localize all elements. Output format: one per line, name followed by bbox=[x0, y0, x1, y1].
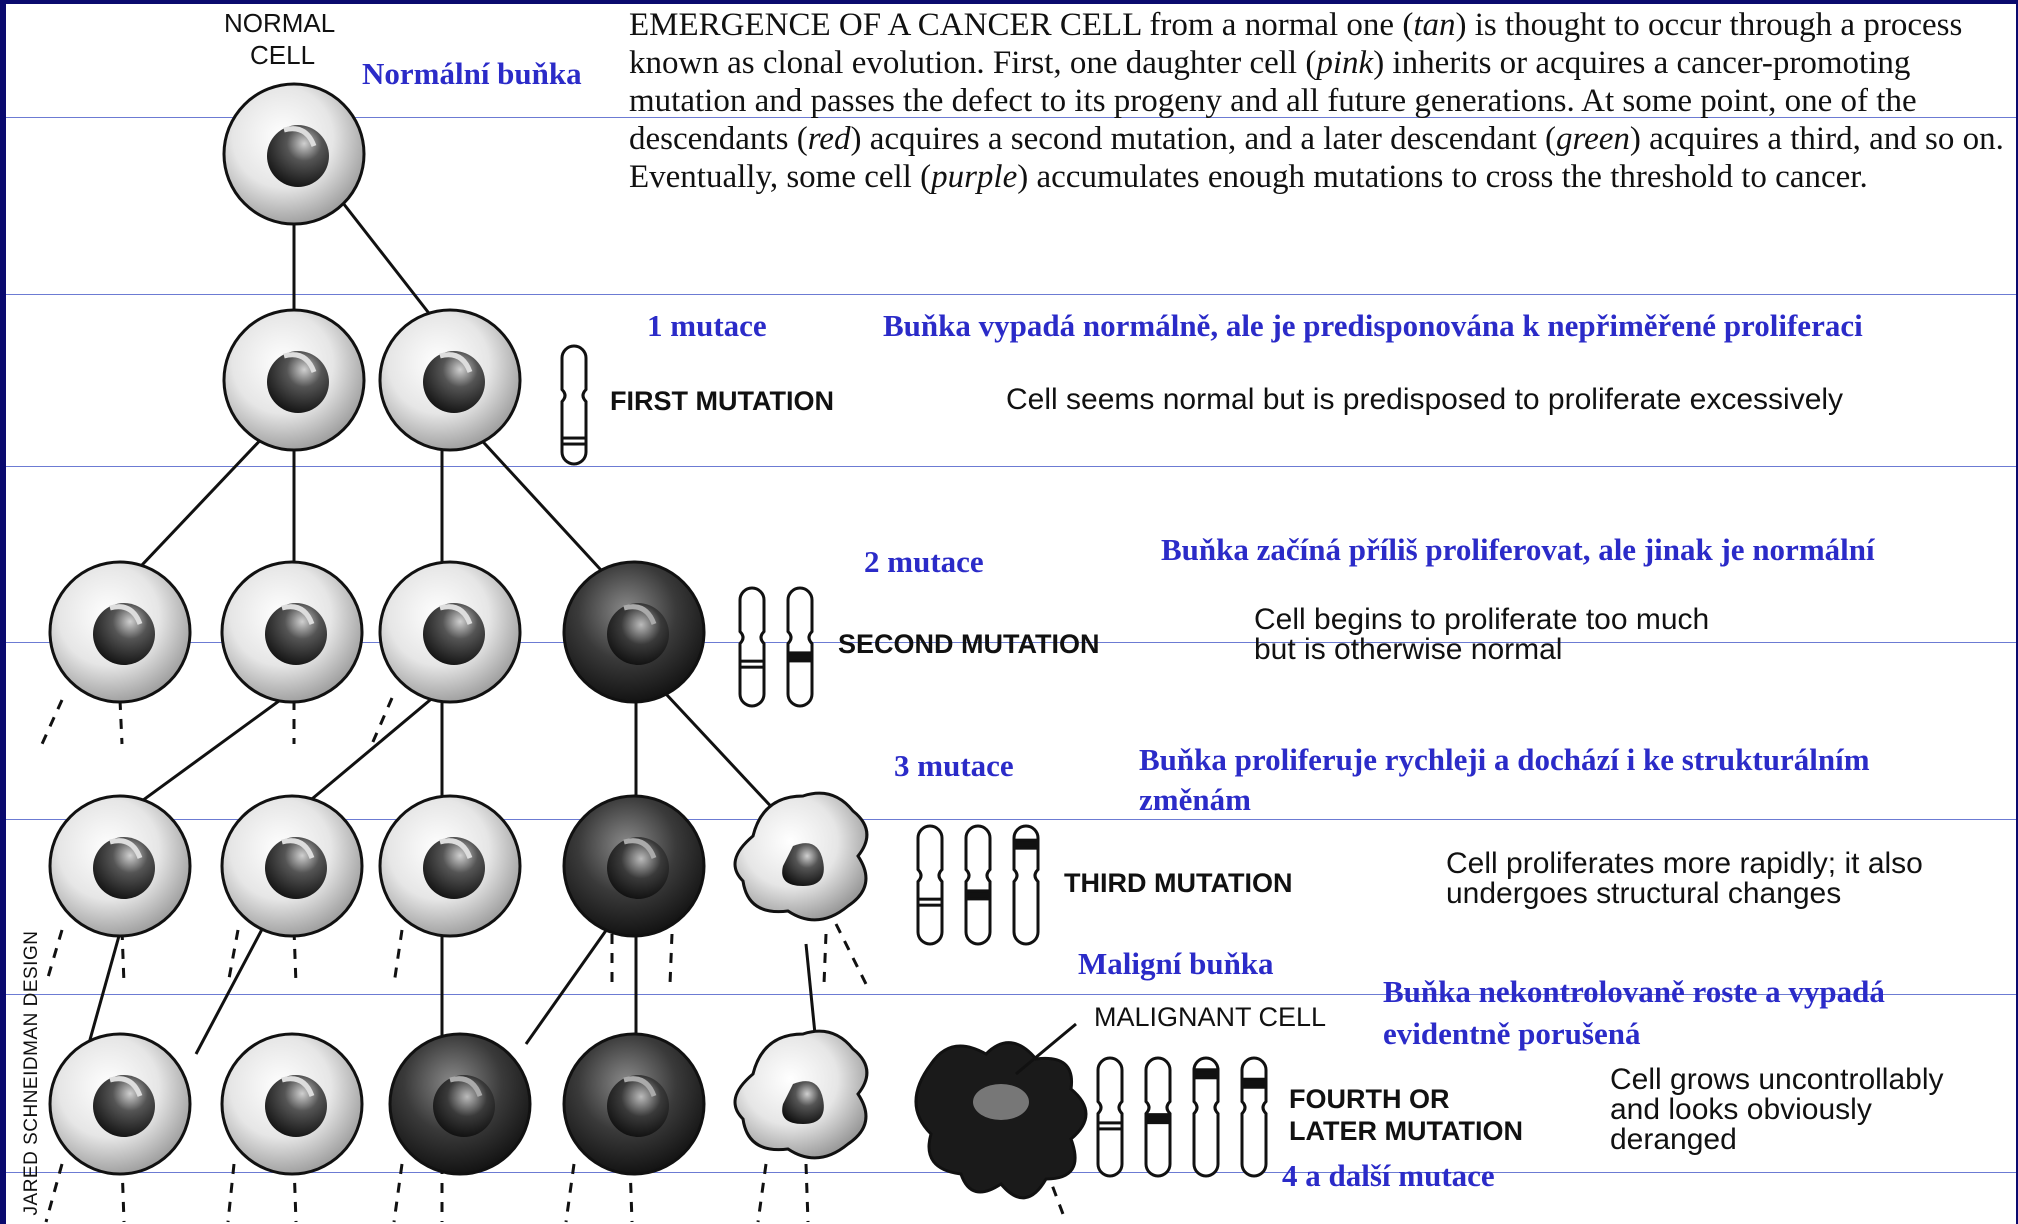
normal-cell-icon bbox=[48, 560, 192, 704]
lineage-continuation-line bbox=[370, 697, 394, 745]
lineage-continuation-line bbox=[822, 933, 828, 985]
stage2-description-line2: but is otherwise normal bbox=[1254, 633, 1563, 666]
malignant-cell-icon bbox=[914, 1022, 1088, 1200]
lineage-continuation-line bbox=[44, 929, 64, 985]
chromosome-icon bbox=[1192, 1056, 1220, 1178]
normal-cell-icon bbox=[378, 308, 522, 452]
stage4-description-line3: deranged bbox=[1610, 1123, 1737, 1156]
lineage-line bbox=[334, 193, 444, 331]
lineage-continuation-line bbox=[120, 929, 126, 985]
normal-cell-icon bbox=[733, 791, 869, 922]
normal-cell-icon bbox=[378, 560, 522, 704]
rule-line bbox=[6, 819, 2016, 820]
stage4-czech-description-line1: Buňka nekontrolovaně roste a vypadá bbox=[1383, 974, 1885, 1009]
mutated-cell-icon bbox=[562, 560, 706, 704]
normal-cell-czech-label: Normální buňka bbox=[362, 56, 582, 91]
lineage-line bbox=[84, 917, 126, 1055]
chromosome-icon bbox=[560, 344, 588, 466]
lineage-continuation-line bbox=[118, 699, 124, 745]
normal-cell-icon bbox=[220, 794, 364, 938]
stage1-czech-count: 1 mutace bbox=[647, 308, 767, 343]
lineage-continuation-line bbox=[40, 699, 64, 745]
lineage-continuation-line bbox=[804, 1163, 810, 1223]
lineage-continuation-line bbox=[834, 923, 868, 985]
stage2-czech-description: Buňka začíná příliš proliferovat, ale ji… bbox=[1161, 532, 1875, 567]
chromosome-icon bbox=[738, 586, 766, 708]
normal-cell-icon bbox=[733, 1029, 869, 1160]
stage1-description: Cell seems normal but is predisposed to … bbox=[1006, 383, 1844, 416]
normal-cell-icon bbox=[222, 82, 366, 226]
caption-lead: EMERGENCE OF A CANCER CELL bbox=[629, 7, 1142, 43]
design-credit: JARED SCHNEIDMAN DESIGN bbox=[21, 930, 42, 1216]
stage4-heading-line2: LATER MUTATION bbox=[1289, 1116, 1523, 1146]
stage3-heading: THIRD MUTATION bbox=[1064, 868, 1293, 898]
lineage-line bbox=[524, 921, 614, 1045]
rule-line bbox=[6, 117, 2016, 118]
lineage-line bbox=[123, 688, 295, 816]
diagram-canvas: NORMAL CELL Normální buňka EMERGENCE OF … bbox=[6, 4, 2016, 1224]
normal-cell-icon bbox=[48, 794, 192, 938]
normal-cell-icon bbox=[220, 1032, 364, 1176]
stage4-heading-line1: FOURTH OR bbox=[1289, 1084, 1450, 1114]
chromosome-icon bbox=[1144, 1056, 1172, 1178]
normal-cell-icon bbox=[378, 794, 522, 938]
stage4-czech-description-line2: evidentně porušená bbox=[1383, 1016, 1641, 1051]
stage3-description-line2: undergoes structural changes bbox=[1446, 877, 1842, 910]
malignant-cell-label: MALIGNANT CELL bbox=[1094, 1002, 1327, 1032]
stage3-czech-description-line2: změnám bbox=[1139, 782, 1251, 817]
chromosome-icon bbox=[964, 824, 992, 946]
rule-line bbox=[6, 466, 2016, 467]
rule-line bbox=[6, 642, 2016, 643]
clonal-evolution-tree bbox=[40, 82, 1268, 1223]
lineage-line bbox=[194, 917, 270, 1055]
stage2-description-line1: Cell begins to proliferate too much bbox=[1254, 603, 1710, 636]
mutated-cell-icon bbox=[562, 1032, 706, 1176]
lineage-line bbox=[122, 430, 270, 586]
lineage-line bbox=[804, 943, 818, 1045]
malignant-cell-czech-label: Maligní buňka bbox=[1078, 946, 1274, 981]
stage4-description-line2: and looks obviously bbox=[1610, 1093, 1872, 1126]
lineage-continuation-line bbox=[392, 1163, 404, 1223]
normal-cell-icon bbox=[222, 308, 366, 452]
figure-caption: EMERGENCE OF A CANCER CELL from a normal… bbox=[629, 7, 2004, 195]
lineage-continuation-line bbox=[756, 1163, 768, 1223]
normal-cell-label-line1: NORMAL bbox=[224, 8, 336, 38]
stage3-czech-description-line1: Buňka proliferuje rychleji a dochází i k… bbox=[1139, 742, 1870, 777]
mutated-cell-icon bbox=[562, 794, 706, 938]
rule-line bbox=[6, 994, 2016, 995]
normal-cell-icon bbox=[48, 1032, 192, 1176]
chromosome-icon bbox=[1096, 1056, 1124, 1178]
lineage-continuation-line bbox=[226, 1163, 236, 1223]
stage2-czech-count: 2 mutace bbox=[864, 544, 984, 579]
mutated-cell-icon bbox=[388, 1032, 532, 1176]
lineage-continuation-line bbox=[226, 929, 240, 985]
stage3-czech-count: 3 mutace bbox=[894, 748, 1014, 783]
stage2-heading: SECOND MUTATION bbox=[838, 629, 1100, 659]
stage1-czech-description: Buňka vypadá normálně, ale je predispono… bbox=[883, 308, 1863, 343]
stage4-description-line1: Cell grows uncontrollably bbox=[1610, 1063, 1944, 1096]
normal-cell-icon bbox=[220, 560, 364, 704]
rule-line bbox=[6, 294, 2016, 295]
normal-cell-label-line2: CELL bbox=[250, 40, 316, 70]
lineage-continuation-line bbox=[564, 1163, 576, 1223]
lineage-line bbox=[293, 688, 443, 816]
stage3-description-line1: Cell proliferates more rapidly; it also bbox=[1446, 847, 1923, 880]
chromosome-icon bbox=[1240, 1056, 1268, 1178]
stage1-heading: FIRST MUTATION bbox=[610, 386, 834, 416]
lineage-continuation-line bbox=[668, 933, 674, 985]
chromosome-icon bbox=[1012, 824, 1040, 946]
lineage-line bbox=[472, 430, 614, 584]
lineage-continuation-line bbox=[292, 929, 298, 985]
chromosome-icon bbox=[916, 824, 944, 946]
lineage-continuation-line bbox=[44, 1163, 64, 1223]
chromosome-icon bbox=[786, 586, 814, 708]
lineage-continuation-line bbox=[392, 929, 404, 985]
stage4-czech-count: 4 a další mutace bbox=[1282, 1158, 1495, 1193]
